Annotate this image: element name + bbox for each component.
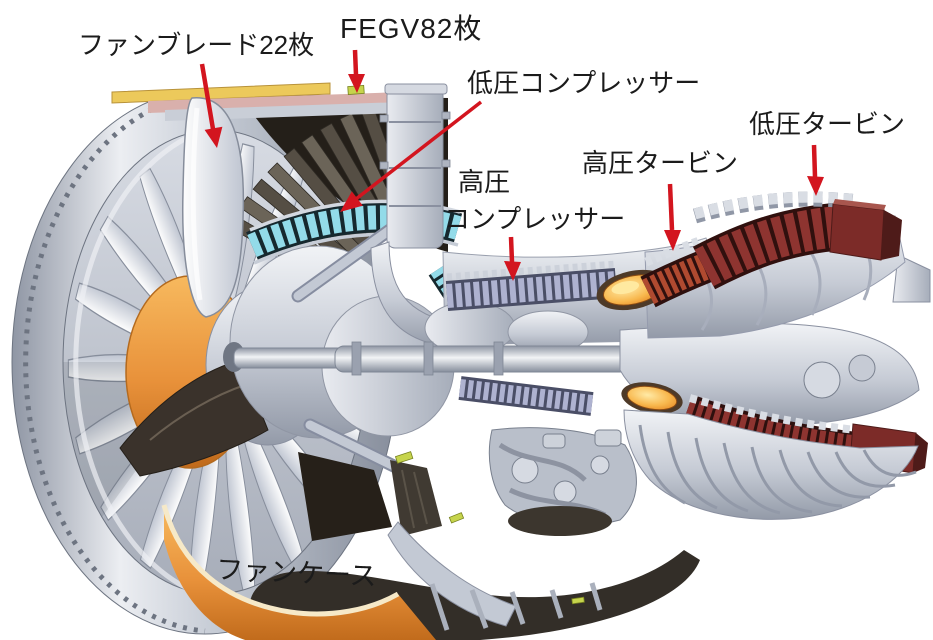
fan-case-bottom: [161, 504, 436, 640]
exhaust-case: [623, 409, 919, 520]
accessory-gearbox: [488, 427, 637, 536]
hp-turbine-blades: [640, 235, 713, 308]
label-hp-compressor-line1: 高圧: [458, 167, 511, 197]
arrow-hp-turbine: [664, 183, 681, 251]
arrow-lp-compressor: [340, 100, 483, 212]
label-hp-compressor: 高圧 コンプレッサー: [444, 164, 625, 238]
hp-compressor-blades: [445, 260, 618, 416]
label-hp-turbine: 高圧タービン: [582, 148, 739, 178]
label-lp-compressor: 低圧コンプレッサー: [467, 68, 701, 98]
arrow-hp-compressor: [504, 236, 521, 281]
callout-arrows: [199, 49, 824, 281]
arrow-fegv: [348, 49, 365, 93]
label-fan-case: ファンケース: [215, 554, 378, 592]
label-fan-blade-count: ファンブレード22枚: [78, 30, 315, 60]
label-hp-compressor-line2: コンプレッサー: [444, 204, 626, 234]
label-lp-turbine: 低圧タービン: [749, 109, 906, 139]
arrow-lp-turbine: [807, 144, 824, 196]
label-fegv-count: FEGV82枚: [340, 13, 483, 44]
fan-blade-foreground: [181, 97, 245, 318]
lp-turbine-blades: [692, 191, 902, 290]
arrow-fan-blade: [199, 63, 223, 148]
